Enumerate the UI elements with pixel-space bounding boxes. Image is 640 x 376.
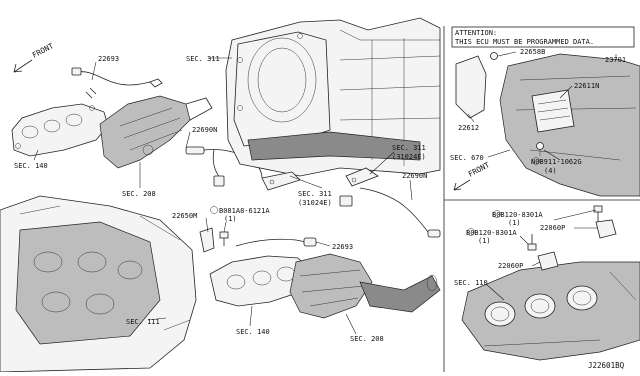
o2-sensor-22690n-right [339,187,441,238]
callout-22693-upper: 22693 [98,55,119,63]
callout-22658b: 22658B [520,48,545,56]
engine-block-right [461,261,640,361]
callout-sec-208-left: SEC. 208 [122,190,156,198]
callout-31024e-mid: (31024E) [298,199,332,207]
callout-22690n-left: 22690N [192,126,217,134]
knock-sensor-upper [593,205,617,239]
callout-22060p-lower: 22060P [498,262,523,270]
circle-b-marker-lower [467,228,475,236]
callout-sec-140-left: SEC. 140 [14,162,48,170]
bracket-22650m [199,227,215,253]
callout-081a8-qty: (1) [224,215,237,223]
callout-sec-311-right: SEC. 311 [392,144,426,152]
callout-0b120-lower: B0B120-8301A [466,229,517,237]
callout-0b120-upper-qty: (1) [508,219,521,227]
callout-22690n-right: 22690N [402,172,427,180]
o2-sensor-22690n-left [185,146,263,187]
catalytic-converter-left [99,95,213,169]
bolt-081a8 [219,231,229,246]
screw-22658b [490,52,498,60]
callout-sec-311-mid: SEC. 311 [298,190,332,198]
callout-22060p-upper: 22060P [540,224,565,232]
callout-0b120-lower-qty: (1) [478,237,491,245]
leader-lines-left [33,57,413,335]
callout-sec-311-top: SEC. 311 [186,55,220,63]
callout-0b911-qty: (4) [544,167,557,175]
attention-message: THIS ECU MUST BE PROGRAMMED DATA. [455,38,594,46]
callout-22611n: 22611N [574,82,599,90]
callout-31024e-right: (31024E) [392,153,426,161]
callout-sec-670: SEC. 670 [450,154,484,162]
front-arrow-right [453,179,471,191]
circle-b-marker-081a8 [210,206,218,214]
catalytic-converter-right [289,253,441,319]
attention-title: ATTENTION: [455,29,497,37]
front-label-left: FRONT [31,41,56,60]
callout-sec-208-lower: SEC. 208 [350,335,384,343]
callout-23701: 23701 [605,56,626,64]
front-label-right: FRONT [467,160,492,179]
sensor-bracket-left [261,171,301,191]
callout-sec-110: SEC. 110 [454,279,488,287]
callout-sec-111: SEC. 111 [126,318,160,326]
attention-box [451,26,635,48]
callout-sec-140-lower: SEC. 140 [236,328,270,336]
knock-sensor-lower [527,234,559,271]
engine-block-left [0,195,197,373]
nut-0b911 [536,142,544,156]
callout-0b120-upper: B0B120-8301A [492,211,543,219]
o2-sensor-upper [71,67,163,99]
callout-0b911-1062g: N0B911-1062G [531,158,582,166]
callout-22612: 22612 [458,124,479,132]
ecu-unit [531,89,575,133]
transmission-housing [225,17,441,177]
sensor-bracket-right [345,167,379,187]
callout-22650m: 22650M [172,212,197,220]
exhaust-manifold-left [11,103,109,157]
callout-22693-lower: 22693 [332,243,353,251]
circle-b-marker-upper [493,210,501,218]
callout-081a8-6121a: B081A8-6121A [219,207,270,215]
leader-lines-right-top [467,51,617,161]
diagram-code: J22601BQ [588,361,625,370]
front-arrow-left [13,59,33,73]
circle-n-marker-0b911 [532,157,540,165]
o2-sensor-lower [235,237,317,247]
leader-lines-right-bottom [485,209,598,301]
